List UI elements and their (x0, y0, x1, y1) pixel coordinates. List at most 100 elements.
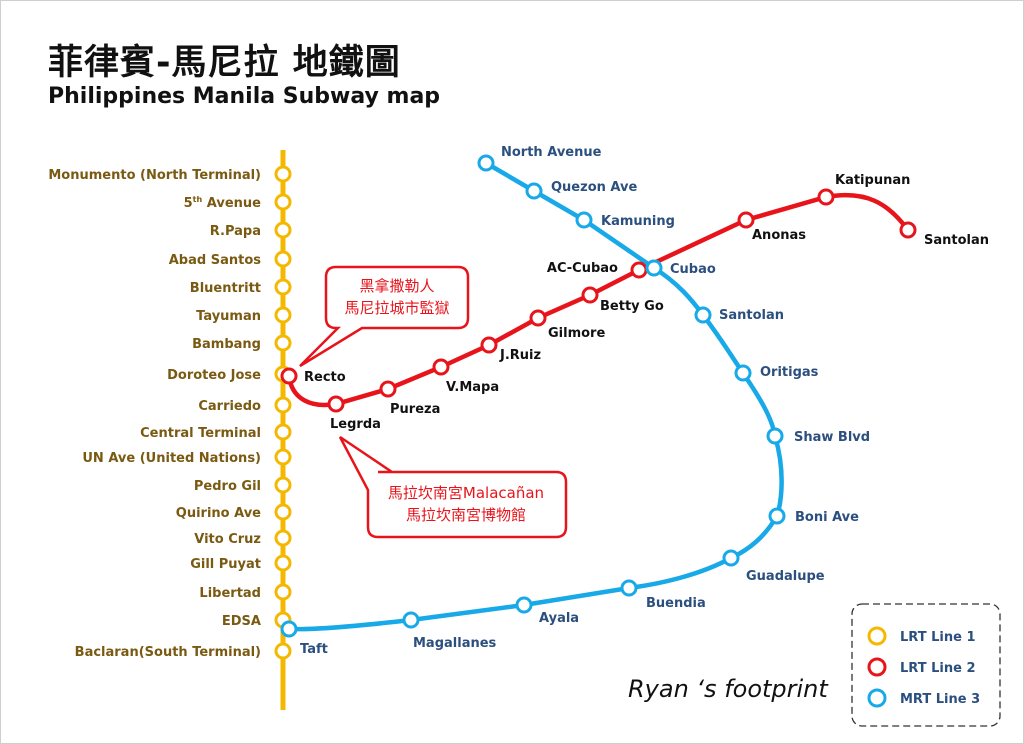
mrt3-station-marker (645, 259, 663, 277)
lrt2-station-marker (581, 286, 599, 304)
lrt1-station: Doroteo Jose (167, 365, 292, 383)
callout-prison-line-1: 黑拿撒勒人 (359, 277, 434, 295)
lrt2-station: Legrda (327, 395, 381, 432)
mrt3-station-label: Buendia (646, 596, 706, 611)
mrt3-station-label: Shaw Blvd (794, 430, 870, 445)
stations: Monumento (North Terminal) 5th AvenueR.Pa… (48, 145, 989, 660)
lrt2-station-marker (899, 221, 917, 239)
mrt3-station-label: North Avenue (501, 145, 602, 160)
lrt1-station-label: 5th Avenue (184, 195, 262, 211)
lrt1-station-marker (274, 476, 292, 494)
mrt3-station: Kamuning (575, 211, 675, 229)
legend-marker (867, 688, 887, 708)
lrt1-station: Gill Puyat (190, 554, 292, 572)
mrt3-station-label: Ayala (539, 611, 579, 626)
lrt2-station-marker (817, 188, 835, 206)
lrt1-station-marker (274, 221, 292, 239)
lrt1-station-marker (274, 529, 292, 547)
lrt1-station-label: Gill Puyat (190, 557, 261, 572)
mrt3-station-marker (515, 596, 533, 614)
callout-text-2: 馬拉坎南宮Malacañan 馬拉坎南宮博物館 (388, 484, 544, 524)
lrt1-station-marker (274, 334, 292, 352)
lrt1-station-marker (274, 193, 292, 211)
mrt3-station: Oritigas (734, 364, 819, 382)
lrt2-station-label: J.Ruiz (499, 348, 541, 363)
lrt1-station-marker (274, 583, 292, 601)
lrt1-station: R.Papa (210, 221, 292, 239)
legend-item: MRT Line 3 (867, 688, 980, 708)
mrt3-station-marker (575, 211, 593, 229)
mrt3-station-label: Cubao (670, 262, 716, 277)
lrt1-station: Tayuman (196, 306, 292, 324)
lrt1-station-marker (274, 165, 292, 183)
mrt3-station-marker (477, 154, 495, 172)
callout-prison-line-2: 馬尼拉城市監獄 (344, 299, 449, 317)
lrt2-station: Katipunan (817, 173, 910, 206)
mrt3-station-label: Quezon Ave (551, 180, 637, 195)
watermark: Ryan ‘s footprint (628, 675, 829, 703)
lrt1-station: Monumento (North Terminal) (48, 165, 292, 183)
lrt1-station-marker (274, 306, 292, 324)
legend-item: LRT Line 1 (867, 626, 976, 646)
callout-malacanang (338, 435, 568, 539)
lrt1-station-label: Tayuman (196, 309, 261, 324)
legend-items: LRT Line 1 LRT Line 2 MRT Line 3 (867, 626, 980, 708)
lrt2-station: Anonas (737, 211, 806, 243)
mrt3-station: Magallanes (402, 611, 497, 651)
lrt2-station-label: Betty Go (600, 299, 664, 314)
lrt1-station-label: Monumento (North Terminal) (48, 168, 261, 183)
lrt1-station-label: Libertad (199, 586, 261, 601)
lrt1-station-label: Pedro Gil (194, 479, 261, 494)
lrt1-station-marker (274, 642, 292, 660)
lrt1-station: Quirino Ave (176, 503, 292, 521)
lrt1-station: Vito Cruz (194, 529, 292, 547)
lrt1-station-label: Quirino Ave (176, 506, 261, 521)
mrt3-station: Guadalupe (722, 549, 825, 584)
mrt3-station: Quezon Ave (525, 180, 637, 200)
lrt2-station: Santolan (899, 221, 989, 248)
legend-label: MRT Line 3 (900, 692, 980, 707)
lrt2-station: Recto (280, 367, 346, 385)
lrt1-station: UN Ave (United Nations) (82, 448, 292, 466)
lrt2-track (286, 192, 910, 408)
mrt3-station-marker (525, 182, 543, 200)
lrt1-station-label: Central Terminal (140, 426, 261, 441)
lrt2-station: Gilmore (529, 309, 605, 341)
mrt3-station-marker (620, 579, 638, 597)
lrt2-station: AC-Cubao (547, 261, 648, 279)
mrt3-station-marker (766, 427, 784, 445)
lrt2-station-label: Katipunan (835, 173, 910, 188)
lrt1-station-marker (274, 503, 292, 521)
mrt3-station-marker (694, 306, 712, 324)
mrt3-station-marker (280, 620, 298, 638)
lrt1-station-label: Abad Santos (169, 253, 262, 268)
lrt2-station-label: V.Mapa (446, 380, 499, 395)
lrt2-station-marker (529, 309, 547, 327)
legend-marker (867, 657, 887, 677)
lrt1-station-marker (274, 448, 292, 466)
lrt2-station: J.Ruiz (480, 336, 541, 363)
lrt1-station-marker (274, 423, 292, 441)
lrt2-station-marker (432, 358, 450, 376)
lrt1-station-marker (274, 278, 292, 296)
lrt1-station: Bluentritt (190, 278, 292, 296)
mrt3-station-label: Santolan (719, 308, 784, 323)
lrt1-station-label: Baclaran(South Terminal) (75, 645, 261, 660)
mrt3-station: Taft (280, 620, 328, 657)
legend-label: LRT Line 2 (900, 661, 976, 676)
lrt1-station-marker (274, 396, 292, 414)
lrt1-station: Pedro Gil (194, 476, 292, 494)
mrt3-station-label: Oritigas (760, 365, 819, 380)
callout-prison (299, 265, 470, 368)
mrt3-station: Santolan (694, 306, 784, 324)
lrt2-station-label: Gilmore (548, 326, 605, 341)
mrt3-station-label: Magallanes (413, 636, 497, 651)
lrt1-station: Central Terminal (140, 423, 292, 441)
lrt2-station-marker (327, 395, 345, 413)
mrt3-station-marker (768, 507, 786, 525)
mrt3-station: North Avenue (477, 145, 602, 172)
lrt2-station: V.Mapa (432, 358, 499, 395)
map-title-chinese: 菲律賓-馬尼拉 地鐵圖 (48, 43, 401, 83)
lrt1-station-label: EDSA (222, 614, 261, 629)
